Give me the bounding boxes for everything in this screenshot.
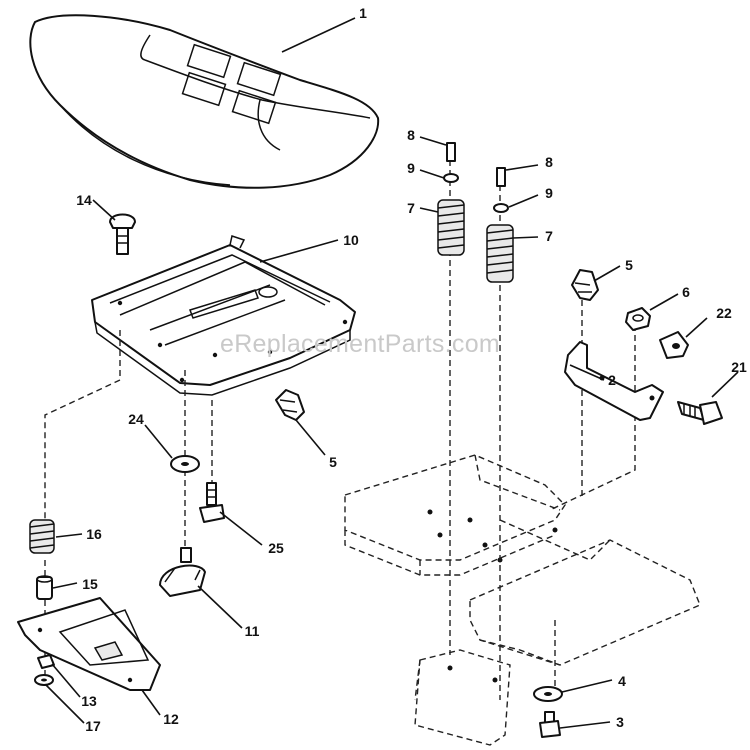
watermark-text: eReplacementParts.com bbox=[220, 330, 500, 358]
callout-10: 10 bbox=[343, 232, 359, 248]
shoulder-bolt-drawing bbox=[677, 401, 723, 425]
callout-9-right: 9 bbox=[545, 185, 553, 201]
callout-11: 11 bbox=[245, 623, 260, 639]
spring-left-drawing bbox=[29, 519, 55, 554]
callout-1: 1 bbox=[359, 5, 367, 21]
callout-8-left: 8 bbox=[407, 127, 415, 143]
callout-6: 6 bbox=[682, 284, 690, 300]
callout-14: 14 bbox=[76, 192, 92, 208]
callout-2: 2 bbox=[608, 372, 616, 388]
callout-5-right: 5 bbox=[625, 257, 633, 273]
callout-8-right: 8 bbox=[545, 154, 553, 170]
springs-top bbox=[437, 199, 514, 283]
nut-right-drawing bbox=[625, 307, 651, 331]
callout-25: 25 bbox=[268, 540, 284, 556]
callout-9-left: 9 bbox=[407, 160, 415, 176]
callout-24: 24 bbox=[128, 411, 144, 427]
washer-left-drawing bbox=[170, 455, 200, 473]
seat-drawing bbox=[29, 14, 380, 189]
seat-pan-drawing bbox=[91, 235, 356, 396]
spacer-drawing bbox=[659, 331, 689, 359]
callout-7-right: 7 bbox=[545, 228, 553, 244]
clip-left-drawing bbox=[275, 389, 305, 421]
frame-outline bbox=[344, 454, 701, 746]
bolt-left-drawing bbox=[199, 482, 225, 523]
slide-plate-drawing bbox=[17, 597, 161, 691]
bottom-hardware-drawing bbox=[533, 686, 563, 738]
callout-5-left: 5 bbox=[329, 454, 337, 470]
knob-drawing bbox=[159, 547, 206, 597]
callout-labels: 1 2 3 4 5 5 6 7 7 8 8 9 9 10 11 12 13 14… bbox=[76, 5, 747, 734]
small-hardware-drawing bbox=[34, 654, 55, 686]
callout-12: 12 bbox=[163, 711, 179, 727]
bushing-drawing bbox=[36, 575, 53, 600]
leader-lines bbox=[45, 17, 739, 729]
callout-16: 16 bbox=[86, 526, 102, 542]
clip-right-drawing bbox=[571, 269, 599, 301]
callout-17: 17 bbox=[85, 718, 101, 734]
callout-7-left: 7 bbox=[407, 200, 415, 216]
callout-21: 21 bbox=[731, 359, 747, 375]
callout-3: 3 bbox=[616, 714, 624, 730]
callout-15: 15 bbox=[82, 576, 98, 592]
carriage-bolt-drawing bbox=[109, 213, 136, 255]
callout-22: 22 bbox=[716, 305, 732, 321]
callout-13: 13 bbox=[81, 693, 97, 709]
callout-4: 4 bbox=[618, 673, 626, 689]
